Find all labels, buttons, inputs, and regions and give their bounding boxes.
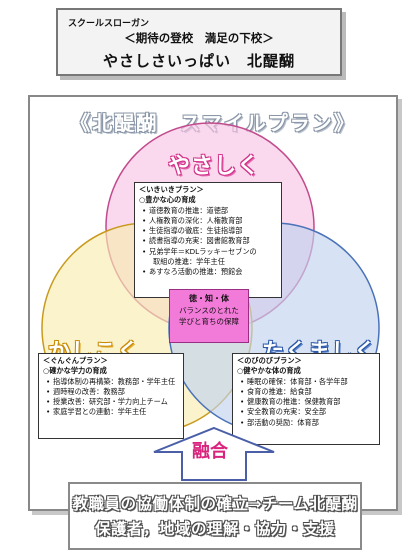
slogan-label: スクールスローガン: [68, 19, 150, 29]
center-line-2: バランスのとれた: [179, 305, 239, 315]
ikiiki-item-cont: 取組の推進：学年主任: [153, 257, 225, 267]
kunkun-item: 授業改善：研究部・学力向上チーム: [46, 397, 179, 408]
slogan-line-3: やさしさいっぱい 北醍醐: [102, 52, 295, 70]
nobinobi-item: 睡眠の確保：体育部・各学年部: [240, 377, 375, 388]
kunkun-item: 週時程の改善：教務部: [46, 387, 179, 398]
ikiiki-item: 道徳教育の推進：道徳部: [142, 206, 277, 217]
label-yasashiku: やさしく: [168, 154, 261, 179]
center-balance-box: 徳・知・体 バランスのとれた 学びと育ちの保障: [169, 289, 249, 343]
kunkun-item: 家庭学習との連動：学年主任: [46, 407, 179, 418]
ikiiki-item: 読書指導の充実：図書館教育部: [142, 236, 277, 247]
nobinobi-item: 健康教育の推進：保健教育部: [240, 397, 375, 408]
nobinobi-item: 食育の推進：給食部: [240, 387, 375, 398]
nobinobi-goal: ○健やかな体の育成: [237, 366, 301, 376]
nobinobi-plan-box: ＜のびのびプラン＞ ○健やかな体の育成 睡眠の確保：体育部・各学年部 食育の推進…: [232, 353, 380, 445]
fusion-label: 融合: [192, 441, 228, 462]
center-line-1: 徳・知・体: [189, 294, 229, 303]
ikiiki-plan-box: ＜いきいきプラン＞ ○豊かな心の育成 道徳教育の推進：道徳部 人権教育の深化：人…: [134, 182, 282, 298]
kunkun-item: 指導体制の再構築：教務部・学年主任: [46, 377, 179, 388]
ikiiki-item: 人権教育の深化：人権教育部: [142, 216, 277, 227]
slogan-box: スクールスローガン ＜期待の登校 満足の下校＞ やさしさいっぱい 北醍醐: [56, 8, 342, 76]
kunkun-goal: ○確かな学力の育成: [43, 366, 107, 376]
kunkun-plan-box: ＜ぐんぐんプラン＞ ○確かな学力の育成 指導体制の再構築：教務部・学年主任 週時…: [38, 353, 184, 439]
center-line-3: 学びと育ちの保障: [179, 317, 239, 326]
collaboration-line-2: 保護者，地域の理解・協力・支援: [94, 520, 335, 538]
collaboration-box: 教職員の協働体制の確立⇒チーム北醍醐 保護者，地域の理解・協力・支援: [68, 482, 362, 550]
slogan-line-2: ＜期待の登校 満足の下校＞: [124, 31, 274, 45]
nobinobi-item: 安全教育の充実：安全部: [240, 407, 375, 418]
fusion-up-arrow-icon: [153, 426, 275, 481]
kunkun-title: ＜ぐんぐんプラン＞: [43, 356, 108, 365]
ikiiki-item: あすなろ活動の推進：預館会: [142, 267, 277, 278]
nobinobi-title: ＜のびのびプラン＞: [237, 356, 302, 365]
ikiiki-title: ＜いきいきプラン＞: [139, 185, 204, 194]
collaboration-line-1: 教職員の協働体制の確立⇒チーム北醍醐: [72, 495, 358, 513]
nobinobi-item: 部活動の奨励：体育部: [240, 418, 375, 429]
ikiiki-goal: ○豊かな心の育成: [139, 195, 196, 205]
ikiiki-item: 生徒指導の徹底：生徒指導部: [142, 226, 277, 237]
ikiiki-item: 兄弟学年＝KDLラッキーセブンの: [142, 247, 277, 258]
smile-plan-frame: 《北醍醐 スマイルプラン》 やさしく かしこく たくましく ＜いきいきプラン＞ …: [28, 95, 398, 511]
